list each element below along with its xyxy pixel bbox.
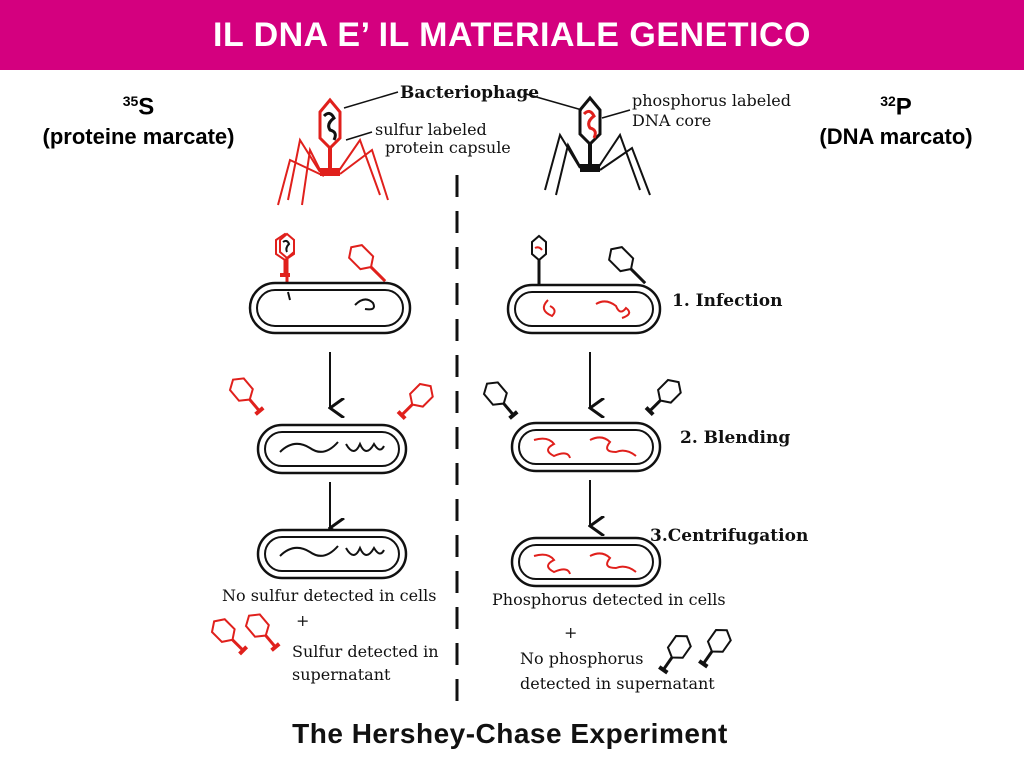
- right-result-supernatant-1: No phosphorus: [520, 649, 643, 668]
- left-infection-stage: [248, 232, 412, 335]
- phosphorus-symbol: P: [895, 93, 912, 121]
- sulfur-symbol: S: [138, 93, 155, 121]
- phosphorus-core-label-1: phosphorus labeled: [632, 91, 791, 110]
- sulfur-capsule-label-1: sulfur labeled: [375, 120, 487, 139]
- phosphorus-labeled-phage: [544, 95, 651, 196]
- right-result-cells: Phosphorus detected in cells: [492, 590, 726, 609]
- title-bar: IL DNA E’ IL MATERIALE GENETICO: [0, 0, 1024, 70]
- left-blending-stage: [224, 372, 439, 475]
- phosphorus-description: (DNA marcato): [819, 124, 973, 150]
- sulfur-leader: [345, 131, 373, 141]
- sulfur-labeled-phage: [277, 97, 389, 206]
- left-plus: +: [296, 611, 309, 630]
- phosphorus-core-label-2: DNA core: [632, 111, 711, 130]
- right-centrifuge-stage: [510, 536, 662, 588]
- slide-title: IL DNA E’ IL MATERIALE GENETICO: [213, 15, 811, 54]
- left-result-supernatant-1: Sulfur detected in: [292, 642, 439, 661]
- step-infection: 1. Infection: [672, 291, 782, 311]
- phosphorus-leader: [601, 109, 631, 119]
- phosphorus-isotope-label: 32P (DNA marcato): [780, 86, 1012, 152]
- bacteriophage-leader-right: [525, 93, 583, 111]
- bacteriophage-leader-left: [343, 91, 399, 109]
- experiment-caption: The Hershey-Chase Experiment: [292, 718, 728, 749]
- right-result-supernatant-2: detected in supernatant: [520, 674, 715, 693]
- sulfur-description: (proteine marcate): [42, 124, 235, 150]
- right-supernatant-phages: [653, 623, 736, 679]
- phosphorus-mass-number: 32: [880, 93, 896, 109]
- left-result-cells: No sulfur detected in cells: [222, 586, 437, 605]
- step-blending: 2. Blending: [680, 428, 790, 448]
- sulfur-isotope-label: 35S (proteine marcate): [6, 86, 271, 152]
- right-blending-stage: [478, 374, 687, 473]
- left-supernatant-phages: [206, 608, 286, 660]
- left-centrifuge-stage: [256, 528, 408, 580]
- left-result-supernatant-2: supernatant: [292, 665, 391, 684]
- bacteriophage-label: Bacteriophage: [400, 83, 539, 103]
- step-centrifugation: 3.Centrifugation: [650, 526, 808, 546]
- right-infection-stage: [506, 234, 662, 335]
- sulfur-mass-number: 35: [122, 93, 139, 109]
- right-plus: +: [564, 623, 577, 642]
- sulfur-capsule-label-2: protein capsule: [385, 138, 511, 157]
